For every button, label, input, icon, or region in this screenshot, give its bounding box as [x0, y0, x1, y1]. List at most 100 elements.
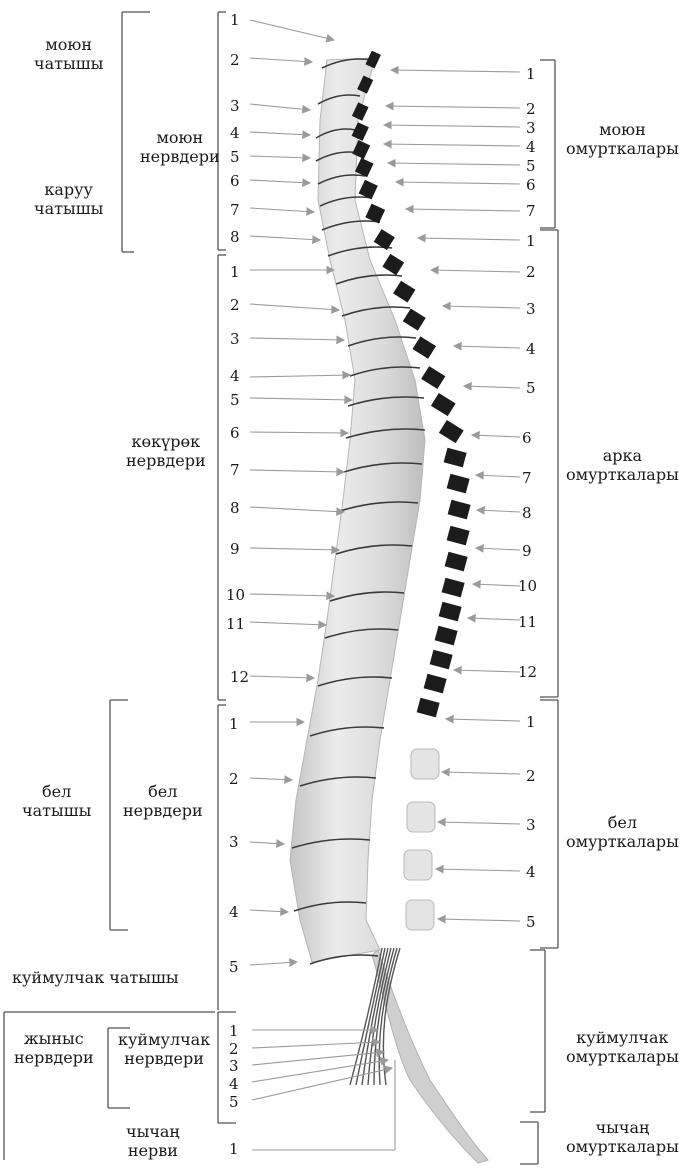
vertebra-block [435, 626, 458, 646]
vertebra-block [445, 552, 468, 572]
nerve-arrow [250, 548, 339, 550]
thoracic-nerve-number: 4 [230, 368, 240, 384]
vertebra-block [447, 474, 470, 494]
thoracic-vertebra-number: 12 [518, 664, 537, 680]
thoracic-vertebra-number: 11 [518, 614, 537, 630]
vertebra-block [430, 650, 453, 670]
vertebra-arrow [468, 618, 520, 620]
thoracic-nerve-number: 1 [230, 264, 240, 280]
vertebra-arrow [454, 670, 520, 672]
thoracic-vertebra-number: 4 [526, 341, 536, 357]
cauda-equina [372, 950, 488, 1163]
nerve-arrow [250, 132, 310, 135]
vertebra-arrow [384, 125, 520, 127]
vertebra-block [355, 158, 374, 177]
nerve-arrow [250, 304, 339, 310]
nerve-arrow [250, 20, 334, 40]
lumbar-vertebra-number: 5 [526, 914, 536, 930]
vertebra-arrow [438, 822, 520, 824]
vertebra-block [442, 578, 465, 598]
nerve-arrow [250, 594, 334, 596]
cervical-nerve-number: 4 [230, 125, 240, 141]
vertebra-arrow [418, 238, 520, 240]
sacral-vertebrae-label: куймулчакомурткалары [566, 1028, 679, 1066]
sacral-nerve-number: 1 [229, 1023, 239, 1039]
nerve-arrow [250, 962, 297, 965]
vertebra-arrow [438, 919, 520, 921]
nerve-arrow [250, 375, 350, 377]
cervical-nerve-number: 6 [230, 173, 240, 189]
genital-nerves-label: жыныснервдери [14, 1029, 94, 1067]
thoracic-nerve-number: 3 [230, 331, 240, 347]
cervical-vertebra-number: 5 [526, 158, 536, 174]
nerve-arrow [250, 208, 314, 212]
vertebra-arrow [431, 270, 520, 272]
vertebra-block [424, 674, 447, 694]
lumbar-nerve-number: 2 [229, 771, 239, 787]
vertebra-arrow [446, 719, 520, 721]
nerve-arrow [250, 156, 310, 158]
thoracic-nerve-number: 8 [230, 500, 240, 516]
vertebra-arrow [396, 182, 520, 184]
vertebra-block [439, 420, 464, 443]
sacral-nerve-number: 3 [229, 1058, 239, 1074]
vertebra-arrow [464, 386, 520, 388]
vertebra-arrow [473, 584, 520, 586]
nerve-arrow [250, 338, 344, 340]
vertebra-block [444, 448, 467, 468]
lumbar-vertebra-number: 2 [526, 768, 536, 784]
sacral-arrow [252, 1068, 392, 1100]
nerve-arrow [250, 507, 344, 512]
vertebra-block [382, 254, 404, 275]
thoracic-nerve-number: 12 [230, 669, 249, 685]
vertebra-arrow [388, 163, 520, 165]
cervical-vertebra-number: 4 [526, 139, 536, 155]
sacral-region-label: куймулчак чатышы [12, 968, 179, 987]
sacral-arrow [252, 1052, 384, 1065]
cervical-nerve-number: 3 [230, 98, 240, 114]
thoracic-vertebra-number: 7 [522, 470, 532, 486]
cervical-nerve-number: 2 [230, 52, 240, 68]
cervical-vertebra-number: 3 [526, 120, 536, 136]
nerve-arrow [250, 622, 326, 625]
lumbar-nerve-number: 3 [229, 834, 239, 850]
vertebra-block [447, 526, 470, 546]
nerve-arrow [250, 180, 310, 183]
cervical-vertebra-number: 1 [526, 66, 536, 82]
lumbar-nerves-label: белнервдери [123, 782, 203, 820]
vertebra-arrow [386, 106, 520, 108]
vertebra-block [417, 698, 440, 718]
lumbar-nerve-number: 1 [229, 716, 239, 732]
vertebra-arrow [442, 772, 520, 774]
cervical-nerve-number: 1 [230, 12, 240, 28]
vertebra-block [431, 393, 456, 416]
nerve-arrow [250, 104, 310, 110]
vertebra-arrow [406, 209, 520, 211]
vertebra-arrow [454, 346, 520, 348]
cervical-vertebra-number: 2 [526, 101, 536, 117]
nerve-arrow [250, 236, 320, 240]
vertebra-block [421, 366, 445, 389]
lumbar-nerve-number: 4 [229, 904, 239, 920]
nerve-arrow [250, 676, 314, 678]
thoracic-nerves-label: көкүрөкнервдери [126, 432, 206, 470]
lumbar-vertebra-number: 4 [526, 864, 536, 880]
thoracic-nerve-number: 9 [230, 541, 240, 557]
lumbar-vertebra-number: 1 [526, 714, 536, 730]
cervical-vertebra-number: 6 [526, 177, 536, 193]
thoracic-nerve-number: 11 [226, 616, 245, 632]
thoracic-nerve-number: 6 [230, 425, 240, 441]
vertebra-arrow [472, 435, 520, 437]
coccygeal-nerve-number: 1 [229, 1141, 239, 1157]
thoracic-vertebra-number: 3 [526, 301, 536, 317]
nerve-arrow [250, 910, 288, 912]
vertebra-arrow [436, 869, 520, 871]
thoracic-vertebra-number: 10 [518, 578, 537, 594]
coccygeal-vertebrae-label: чычаңомурткалары [566, 1118, 679, 1156]
vertebra-arrow [476, 475, 520, 477]
